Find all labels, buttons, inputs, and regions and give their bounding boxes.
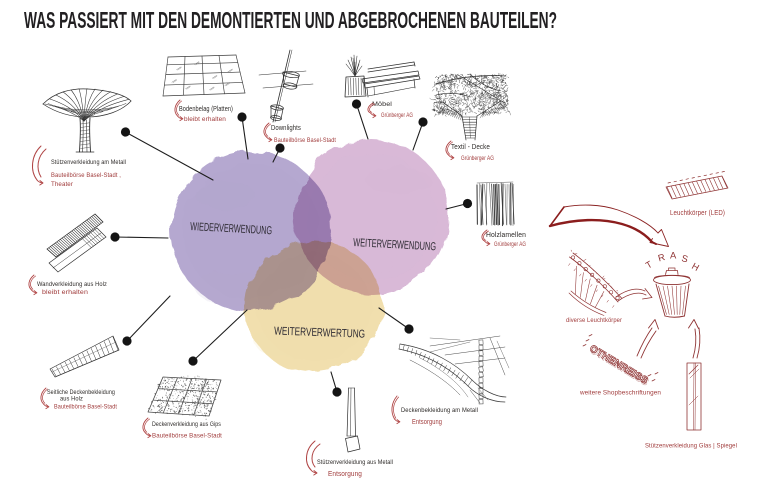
svg-text:Grünberger AG: Grünberger AG (494, 241, 526, 248)
svg-text:Holzlamellen: Holzlamellen (486, 232, 526, 239)
svg-text:T: T (644, 258, 655, 271)
svg-text:WEITERVERWERTUNG: WEITERVERWERTUNG (274, 326, 365, 341)
svg-text:Grünberger AG: Grünberger AG (461, 155, 494, 162)
svg-text:Bauteilbörse Basel-Stadt ,: Bauteilbörse Basel-Stadt , (51, 172, 121, 179)
svg-text:weitere Shopbeschriftungen: weitere Shopbeschriftungen (579, 390, 661, 397)
svg-text:Theater: Theater (51, 181, 73, 188)
svg-text:Downlights: Downlights (271, 125, 301, 132)
svg-text:bleibt erhalten: bleibt erhalten (42, 289, 88, 296)
svg-text:Textil - Decke: Textil - Decke (451, 144, 490, 151)
svg-text:WIEDERVERWENDUNG: WIEDERVERWENDUNG (190, 221, 273, 237)
svg-text:Deckenverkleidung aus Gips: Deckenverkleidung aus Gips (152, 421, 221, 428)
svg-text:Bauteilbörse Basel-Stadt: Bauteilbörse Basel-Stadt (152, 433, 222, 440)
svg-text:Stützenverkleidung am Metall: Stützenverkleidung am Metall (51, 159, 126, 166)
svg-text:Stützenverkleidung Glas | Spie: Stützenverkleidung Glas | Spiegel (645, 443, 737, 450)
svg-text:Grünberger AG: Grünberger AG (381, 112, 413, 119)
svg-text:Seitliche Deckenbekleidung: Seitliche Deckenbekleidung (47, 389, 115, 396)
svg-text:S: S (681, 252, 690, 264)
svg-text:Bauteilbörse Basel-Stadt: Bauteilbörse Basel-Stadt (54, 404, 117, 411)
svg-text:Entsorgung: Entsorgung (412, 419, 442, 426)
svg-text:A: A (670, 250, 677, 261)
svg-text:WAS PASSIERT MIT DEN DEMONTIER: WAS PASSIERT MIT DEN DEMONTIERTEN UND AB… (24, 7, 557, 33)
svg-text:WEITERVERWENDUNG: WEITERVERWENDUNG (353, 237, 437, 253)
svg-text:bleibt erhalten: bleibt erhalten (184, 116, 226, 123)
svg-text:Wandverkleidung aus Holz: Wandverkleidung aus Holz (37, 281, 107, 288)
svg-text:aus Holz: aus Holz (60, 396, 83, 403)
svg-text:Bauteilbörse Basel-Stadt: Bauteilbörse Basel-Stadt (274, 137, 336, 144)
svg-text:Möbel: Möbel (372, 101, 392, 108)
svg-text:Entsorgung: Entsorgung (328, 471, 362, 478)
svg-text:Leuchtkörper (LED): Leuchtkörper (LED) (670, 210, 725, 217)
svg-text:Deckenbekleidung am Metall: Deckenbekleidung am Metall (401, 407, 478, 414)
svg-text:Bodenbelag (Platten): Bodenbelag (Platten) (179, 106, 233, 113)
svg-text:Stützenverkleidung aus Metall: Stützenverkleidung aus Metall (317, 459, 393, 466)
svg-text:H: H (690, 260, 701, 273)
svg-text:diverse Leuchtkörper: diverse Leuchtkörper (566, 317, 623, 324)
svg-text:R: R (657, 251, 667, 263)
